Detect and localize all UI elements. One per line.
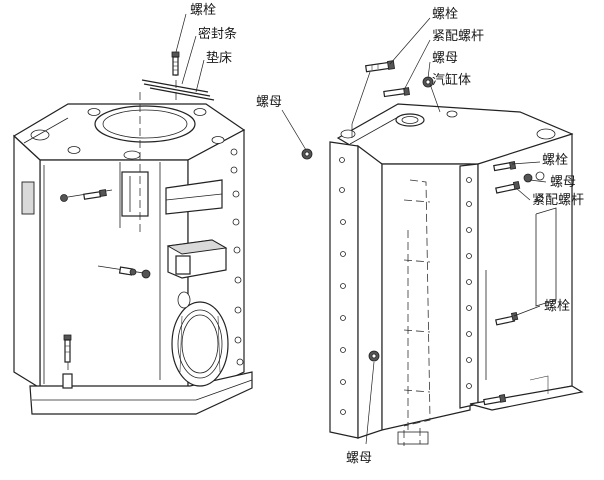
label-left-pad: 垫床 — [206, 50, 232, 66]
part-labels: 螺栓 密封条 垫床 螺母 螺栓 紧配螺杆 螺母 汽缸体 螺栓 螺母 紧配螺杆 螺… — [190, 3, 584, 466]
right-bottom-side-bolt — [483, 394, 507, 406]
left-lower-bolt — [62, 334, 73, 389]
right-cylinder-block — [329, 103, 584, 446]
left-upper-bolt — [60, 189, 113, 202]
label-right-bolt-top: 螺栓 — [432, 7, 458, 22]
bolt-icon — [171, 51, 180, 76]
label-right-bolt-side: 螺栓 — [542, 153, 568, 168]
left-cylinder-block — [13, 56, 253, 415]
label-left-seal: 密封条 — [198, 26, 237, 42]
label-left-bolt: 螺栓 — [190, 3, 216, 18]
right-left-nut — [301, 148, 313, 160]
label-right-fitted-bolt-side: 紧配螺杆 — [532, 193, 584, 208]
inspection-port — [171, 301, 229, 387]
left-exploded-parts — [60, 51, 215, 389]
right-top-bolt — [365, 60, 395, 73]
right-top-fitted-bolt — [383, 87, 410, 98]
label-right-fitted-bolt-top: 紧配螺杆 — [432, 29, 484, 44]
right-side-nut — [523, 173, 533, 183]
label-right-bolt-lower: 螺栓 — [544, 299, 570, 314]
right-bottom-nut — [368, 350, 380, 362]
right-side-flange-holes — [466, 177, 472, 389]
label-right-nut-bottom: 螺母 — [346, 451, 372, 466]
leader-lines — [175, 13, 547, 445]
label-right-nut-side: 螺母 — [550, 175, 576, 190]
left-middle-bolt — [97, 265, 151, 279]
label-right-nut-top: 螺母 — [432, 51, 458, 66]
label-right-cylinder-block: 汽缸体 — [432, 72, 471, 88]
right-side-bolt-lower — [495, 311, 519, 326]
label-left-nut: 螺母 — [256, 95, 282, 110]
seal-strip-icon — [141, 79, 211, 97]
pad-icon — [149, 87, 215, 101]
right-front-flange-holes — [339, 157, 346, 415]
right-side-bolt-upper — [493, 161, 517, 172]
left-side-bolt-holes — [230, 148, 244, 366]
